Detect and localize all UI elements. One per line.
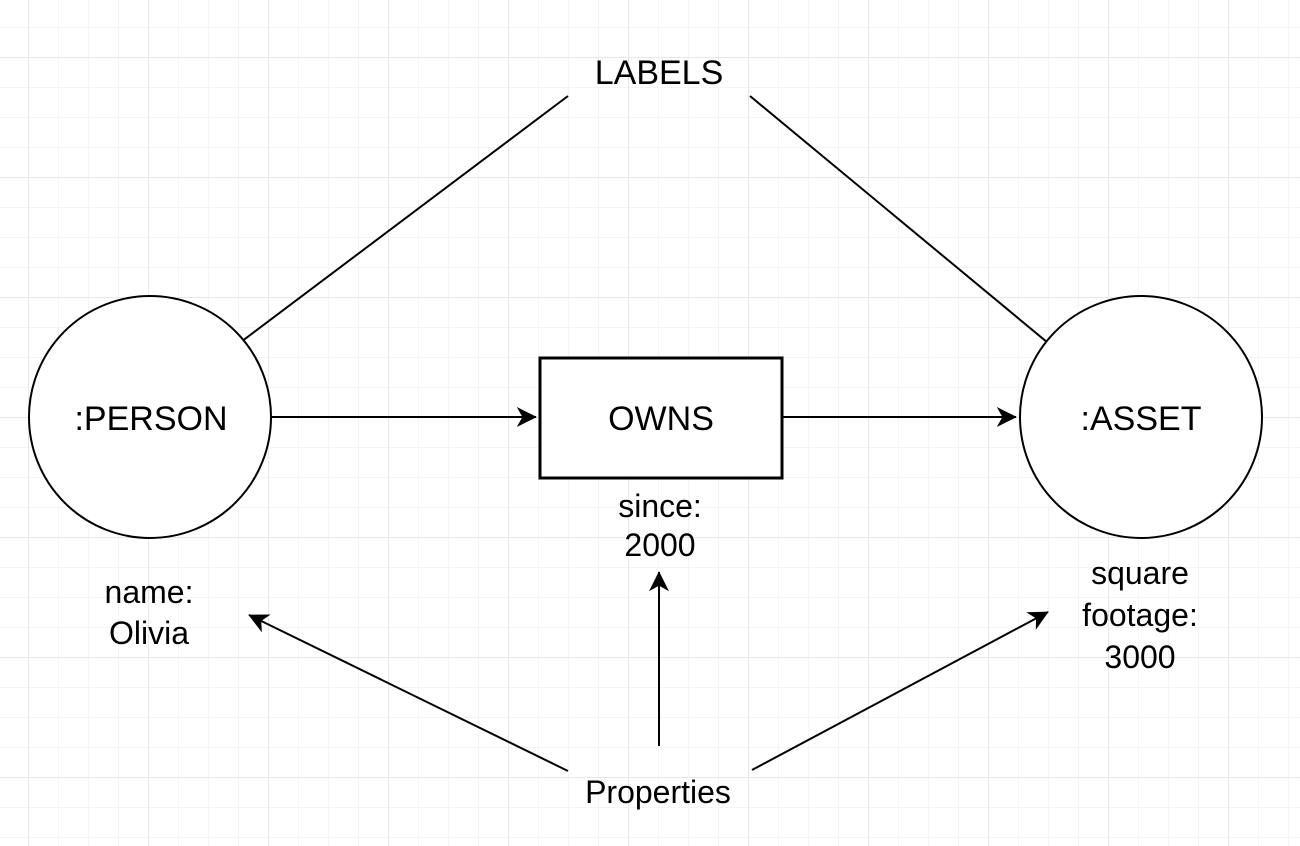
person-property-line1: name: <box>105 574 194 610</box>
relationship-property-line1: since: <box>618 488 702 524</box>
asset-property-line1: square <box>1091 555 1189 591</box>
edge-properties-to-asset-props <box>751 611 1049 771</box>
asset-property-line3: 3000 <box>1104 639 1175 675</box>
owns-relationship-label: OWNS <box>608 400 714 438</box>
asset-node-label: :ASSET <box>1081 400 1202 438</box>
properties-annotation-text: Properties <box>585 774 731 810</box>
edge-labels-to-person <box>192 95 569 379</box>
relationship-property-line2: 2000 <box>624 527 695 563</box>
asset-property-line2: footage: <box>1082 597 1198 633</box>
asset-node-circle <box>1019 295 1263 539</box>
edge-properties-to-person-props <box>248 614 569 772</box>
edge-labels-to-asset <box>749 95 1101 387</box>
owns-relationship-box <box>538 356 784 480</box>
labels-annotation-text: LABELS <box>595 54 724 92</box>
person-node-circle <box>28 295 272 539</box>
person-property-line2: Olivia <box>109 615 189 651</box>
person-node-label: :PERSON <box>74 400 227 438</box>
